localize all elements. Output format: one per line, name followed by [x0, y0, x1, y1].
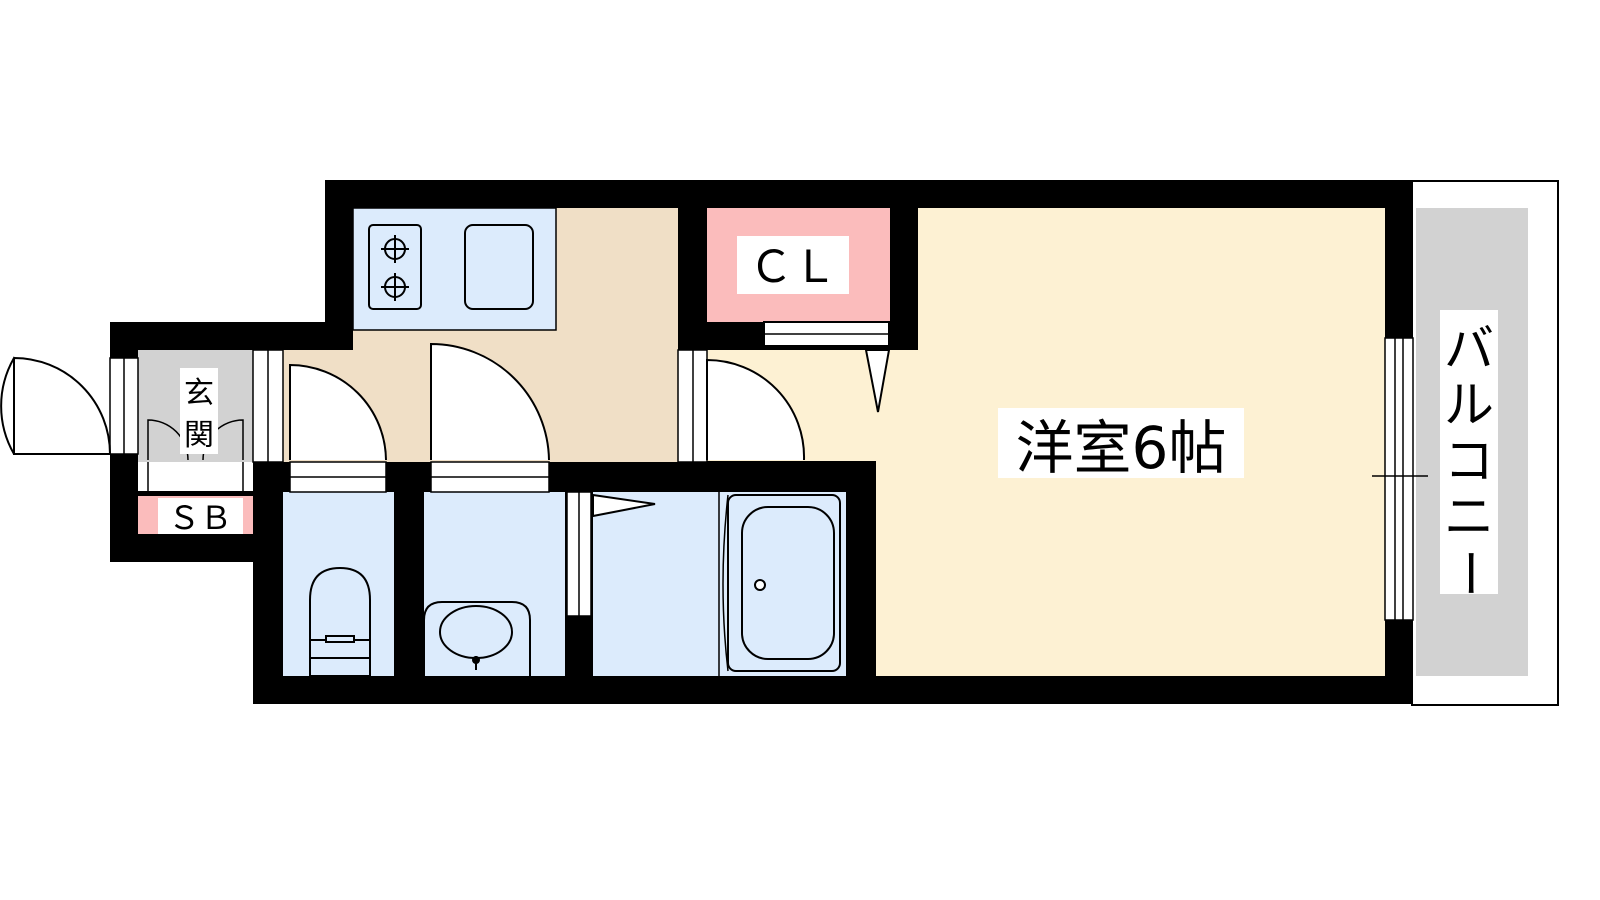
- entrance-label-bg: [180, 368, 218, 454]
- shoe-box-label: ＳＢ: [168, 499, 232, 537]
- closet-side-wall: [890, 208, 918, 350]
- entrance-step: [138, 462, 253, 492]
- closet-fold-door: [864, 349, 891, 413]
- window-frame: [1384, 337, 1414, 621]
- closet-left-wall: [678, 208, 707, 350]
- balcony-label-char: ー: [1440, 548, 1498, 598]
- burner-icon: [381, 273, 409, 301]
- room-door-swing: [706, 358, 806, 461]
- kitchen-sink: [464, 224, 534, 310]
- wash-basin-icon: [423, 601, 531, 676]
- toilet-door-swing: [289, 363, 387, 461]
- balcony-label-char: バ: [1444, 320, 1494, 378]
- toilet-icon: [309, 566, 371, 677]
- front-door-swing: [0, 356, 113, 455]
- balcony-label-char: ニ: [1444, 488, 1494, 546]
- balcony-label-char: ル: [1444, 376, 1494, 434]
- bathtub-icon: [727, 494, 841, 672]
- entrance-label-char-2: 関: [184, 418, 214, 453]
- burner-icon: [381, 235, 409, 263]
- shoe-box-label-bg: [158, 498, 243, 534]
- western-room-label: 洋室6帖: [1016, 414, 1227, 482]
- western-room-floor-lower: [876, 462, 1385, 676]
- bath-door: [592, 493, 656, 518]
- washroom-door-swing: [430, 342, 550, 461]
- closet-label-bg: [737, 236, 849, 294]
- entrance-label-char-1: 玄: [184, 376, 214, 411]
- closet-label: ＣＬ: [749, 242, 837, 293]
- balcony-label-bg: [1440, 310, 1498, 594]
- western-room-label-bg: [998, 408, 1244, 478]
- balcony-label-char: コ: [1444, 432, 1494, 490]
